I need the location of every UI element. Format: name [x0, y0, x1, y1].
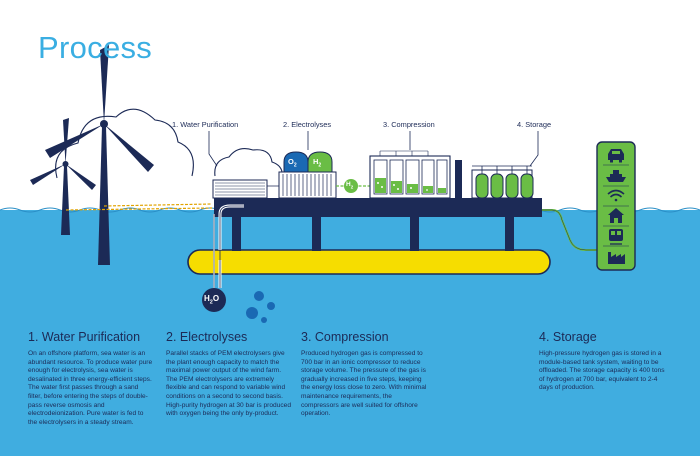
wind-turbine-small — [30, 118, 96, 235]
wind-turbine-large — [45, 45, 154, 265]
section-body: Parallel stacks of PEM electrolysers giv… — [166, 350, 291, 418]
factory-icon — [608, 252, 625, 264]
water-bubble — [246, 307, 258, 319]
water-bubble — [261, 317, 267, 323]
power-cable-2 — [103, 203, 213, 207]
h2-label: H2 — [313, 157, 321, 169]
h2-flow-badge — [344, 179, 358, 193]
platform-legs — [232, 215, 514, 251]
label-water-purification: 1. Water Purification — [172, 120, 239, 129]
electrolyser-unit — [278, 151, 337, 199]
h2-label-subscript: 2 — [318, 162, 322, 169]
h2-flow-symbol: H — [346, 181, 351, 188]
home-icon — [608, 208, 624, 223]
storage-tanks — [471, 165, 534, 199]
wifi-icon — [607, 189, 625, 202]
water-bubble — [254, 291, 264, 301]
section-body: Produced hydrogen gas is compressed to 7… — [301, 350, 427, 418]
page-title: Process — [38, 30, 153, 65]
section-water-purification: 1. Water Purification On an offshore pla… — [28, 330, 154, 427]
h2o-label-subscript: 2 — [209, 299, 213, 306]
h2o-label-h: H — [204, 294, 210, 303]
water-bubble — [267, 302, 275, 310]
section-electrolyses: 2. Electrolyses Parallel stacks of PEM e… — [166, 330, 292, 419]
section-heading: 1. Water Purification — [28, 330, 141, 344]
water-intake-pipe-outline — [219, 205, 244, 288]
section-body: On an offshore platform, sea water is an… — [28, 350, 153, 426]
ship-icon — [606, 170, 626, 182]
label-storage: 4. Storage — [517, 120, 552, 129]
h2-tank-dome — [307, 151, 333, 173]
h2-flow-label: H2 — [346, 181, 353, 189]
o2-label: O2 — [288, 157, 297, 169]
section-heading: 4. Storage — [539, 330, 597, 344]
distribution-panel — [596, 141, 636, 271]
h2o-molecule-icon — [202, 288, 226, 312]
label-electrolyses: 2. Electrolyses — [283, 120, 332, 129]
cloud-outline — [55, 108, 283, 179]
section-body: High-pressure hydrogen gas is stored in … — [539, 350, 665, 392]
label-pointers — [208, 131, 539, 167]
h2-flow-subscript: 2 — [350, 184, 354, 190]
compressor-unit — [369, 150, 462, 199]
h2-label-symbol: H — [313, 157, 319, 166]
section-heading: 3. Compression — [301, 330, 389, 344]
o2-label-symbol: O — [288, 157, 294, 166]
section-heading: 2. Electrolyses — [166, 330, 248, 344]
car-icon — [608, 149, 624, 163]
h2o-label: H2O — [204, 294, 219, 306]
pontoon-float — [187, 249, 551, 275]
train-icon — [609, 229, 623, 245]
section-compression: 3. Compression Produced hydrogen gas is … — [301, 330, 429, 419]
platform-deck — [214, 198, 542, 217]
label-compression: 3. Compression — [383, 120, 435, 129]
section-storage: 4. Storage High-pressure hydrogen gas is… — [539, 330, 665, 393]
h2o-label-o: O — [212, 294, 220, 303]
o2-label-subscript: 2 — [293, 162, 297, 169]
power-cable — [65, 207, 213, 211]
water-purification-unit — [212, 179, 285, 199]
